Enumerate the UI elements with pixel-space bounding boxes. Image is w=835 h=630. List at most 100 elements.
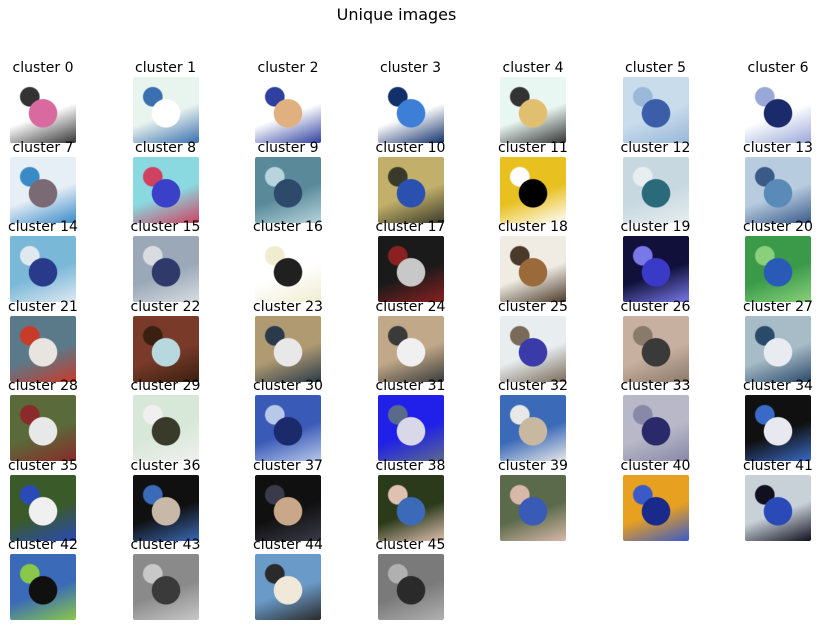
cluster-thumbnail <box>255 77 321 143</box>
cluster-label: cluster 27 <box>743 298 813 315</box>
cluster-thumbnail <box>500 395 566 461</box>
cluster-label: cluster 16 <box>253 219 323 235</box>
cluster-thumbnail <box>132 474 199 541</box>
cluster-cell: cluster 14 <box>0 219 104 302</box>
cluster-thumbnail <box>132 156 199 223</box>
cluster-thumbnail <box>255 156 321 223</box>
cluster-thumbnail <box>745 315 811 382</box>
cluster-label: cluster 6 <box>747 60 809 76</box>
cluster-cell: cluster 31 <box>350 378 472 461</box>
cluster-cell: cluster 42 <box>0 537 104 620</box>
cluster-label: cluster 5 <box>625 60 686 76</box>
cluster-label: cluster 22 <box>130 298 201 315</box>
cluster-cell: cluster 33 <box>595 378 717 461</box>
cluster-thumbnail <box>132 236 199 302</box>
cluster-label: cluster 14 <box>8 219 78 235</box>
cluster-thumbnail <box>745 474 811 541</box>
cluster-label: cluster 25 <box>498 298 568 315</box>
cluster-thumbnail <box>377 156 444 223</box>
figure-title: Unique images <box>336 5 457 24</box>
cluster-cell: cluster 3 <box>350 60 472 143</box>
cluster-thumbnail <box>622 77 689 143</box>
cluster-cell: cluster 30 <box>227 378 349 461</box>
cluster-cell: cluster 4 <box>472 60 594 143</box>
cluster-thumbnail <box>745 236 811 302</box>
cluster-cell: cluster 27 <box>717 298 835 382</box>
cluster-label: cluster 29 <box>130 378 201 394</box>
cluster-label: cluster 13 <box>743 139 813 156</box>
cluster-thumbnail <box>500 77 566 143</box>
cluster-label: cluster 34 <box>743 378 813 394</box>
cluster-cell: cluster 22 <box>105 298 227 382</box>
cluster-label: cluster 2 <box>257 60 319 76</box>
cluster-cell: cluster 15 <box>105 219 227 302</box>
cluster-label: cluster 18 <box>498 219 568 235</box>
cluster-cell: cluster 35 <box>0 457 104 541</box>
cluster-thumbnail <box>10 77 76 143</box>
cluster-cell: cluster 38 <box>350 457 472 541</box>
cluster-label: cluster 1 <box>135 60 196 76</box>
cluster-cell: cluster 44 <box>227 537 349 620</box>
cluster-label: cluster 40 <box>620 457 691 474</box>
cluster-label: cluster 26 <box>620 298 691 315</box>
cluster-cell: cluster 18 <box>472 219 594 302</box>
cluster-thumbnail <box>745 77 811 143</box>
cluster-cell: cluster 7 <box>0 140 104 223</box>
cluster-cell: cluster 11 <box>472 140 594 223</box>
cluster-thumbnail <box>132 554 199 620</box>
cluster-label: cluster 20 <box>743 219 813 235</box>
cluster-thumbnail <box>500 236 566 302</box>
cluster-cell: cluster 28 <box>0 378 104 461</box>
cluster-thumbnail <box>377 315 444 382</box>
cluster-cell: cluster 16 <box>227 219 349 302</box>
cluster-cell: cluster 26 <box>595 298 717 382</box>
cluster-label: cluster 15 <box>130 219 201 235</box>
cluster-thumbnail <box>377 77 444 143</box>
cluster-cell: cluster 21 <box>0 298 104 382</box>
cluster-cell: cluster 1 <box>105 60 227 143</box>
cluster-thumbnail <box>377 474 444 541</box>
cluster-thumbnail <box>132 315 199 382</box>
cluster-thumbnail <box>255 474 321 541</box>
cluster-thumbnail <box>622 236 689 302</box>
cluster-thumbnail <box>500 156 566 223</box>
cluster-thumbnail <box>10 474 76 541</box>
cluster-cell: cluster 34 <box>717 378 835 461</box>
cluster-thumbnail <box>10 315 76 382</box>
cluster-cell: cluster 40 <box>595 457 717 541</box>
cluster-cell: cluster 45 <box>350 537 472 620</box>
cluster-cell: cluster 36 <box>105 457 227 541</box>
cluster-thumbnail <box>132 77 199 143</box>
cluster-label: cluster 41 <box>743 457 813 474</box>
cluster-cell: cluster 25 <box>472 298 594 382</box>
cluster-cell: cluster 43 <box>105 537 227 620</box>
cluster-thumbnail <box>745 395 811 461</box>
cluster-thumbnail <box>622 315 689 382</box>
cluster-cell: cluster 9 <box>227 140 349 223</box>
cluster-thumbnail <box>10 156 76 223</box>
cluster-label: cluster 21 <box>8 298 78 315</box>
cluster-thumbnail <box>622 395 689 461</box>
cluster-thumbnail <box>132 395 199 461</box>
cluster-cell: cluster 41 <box>717 457 835 541</box>
cluster-cell: cluster 6 <box>717 60 835 143</box>
cluster-cell: cluster 5 <box>595 60 717 143</box>
cluster-label: cluster 3 <box>380 60 441 76</box>
cluster-label: cluster 38 <box>375 457 446 474</box>
cluster-thumbnail <box>500 315 566 382</box>
cluster-label: cluster 23 <box>253 298 323 315</box>
cluster-label: cluster 45 <box>375 537 446 553</box>
cluster-thumbnail <box>377 236 444 302</box>
cluster-cell: cluster 0 <box>0 60 104 143</box>
cluster-label: cluster 24 <box>375 298 446 315</box>
cluster-label: cluster 35 <box>8 457 78 474</box>
cluster-cell: cluster 20 <box>717 219 835 302</box>
cluster-thumbnail <box>622 474 689 541</box>
cluster-label: cluster 0 <box>12 60 74 76</box>
cluster-label: cluster 4 <box>502 60 564 76</box>
cluster-label: cluster 36 <box>130 457 201 474</box>
cluster-thumbnail <box>10 236 76 302</box>
cluster-label: cluster 28 <box>8 378 78 394</box>
cluster-label: cluster 33 <box>620 378 691 394</box>
